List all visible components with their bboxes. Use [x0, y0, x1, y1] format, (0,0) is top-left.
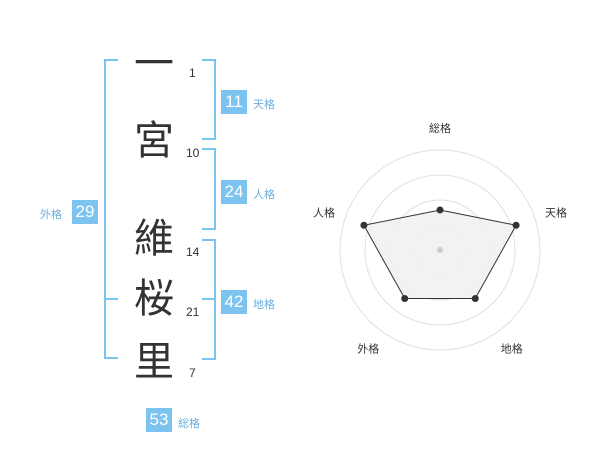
- name-char-2: 宮: [134, 118, 174, 164]
- radar-ring-4: [339, 149, 541, 351]
- stroke-count-3: 14: [186, 245, 200, 259]
- radar-point-2: [512, 221, 520, 229]
- tenkaku-bracket: [202, 59, 216, 140]
- soukaku-value-badge: 53: [146, 408, 172, 432]
- radar-axis-label-5: 人格: [313, 205, 335, 219]
- soukaku-label: 総格: [178, 417, 200, 430]
- gaikaku-value-badge: 29: [72, 200, 98, 224]
- tenkaku-value-badge: 11: [221, 90, 247, 114]
- radar-series-area: [363, 209, 517, 300]
- stroke-count-5: 7: [189, 366, 196, 380]
- gaikaku-bracket: [104, 59, 118, 359]
- radar-axis-label-1: 総格: [429, 121, 451, 135]
- stroke-count-2: 10: [186, 146, 200, 160]
- stroke-count-1: 1: [189, 66, 196, 80]
- chikaku-bracket-divider: [202, 298, 216, 300]
- radar-ring-3: [364, 174, 516, 326]
- stroke-count-4: 21: [186, 305, 200, 319]
- radar-point-1: [436, 206, 444, 214]
- jinkaku-bracket: [202, 148, 216, 230]
- jinkaku-value-badge: 24: [221, 180, 247, 204]
- name-char-3: 維: [134, 216, 174, 262]
- radar-center-dot: [437, 247, 443, 253]
- radar-axis-label-4: 外格: [357, 342, 379, 356]
- name-char-4: 桜: [134, 276, 174, 322]
- gaikaku-bracket-divider: [104, 298, 118, 300]
- radar-axis-label-3: 地格: [501, 342, 523, 356]
- tenkaku-label: 天格: [253, 98, 275, 111]
- radar-axis-label-2: 天格: [545, 205, 567, 219]
- radar-point-4: [401, 295, 409, 303]
- chikaku-value-badge: 42: [221, 290, 247, 314]
- radar-point-5: [360, 221, 368, 229]
- jinkaku-label: 人格: [253, 188, 275, 201]
- name-char-1: 一: [134, 41, 174, 87]
- gaikaku-label: 外格: [40, 208, 62, 221]
- name-char-5: 里: [134, 339, 174, 385]
- chikaku-label: 地格: [253, 298, 275, 311]
- radar-point-3: [471, 295, 479, 303]
